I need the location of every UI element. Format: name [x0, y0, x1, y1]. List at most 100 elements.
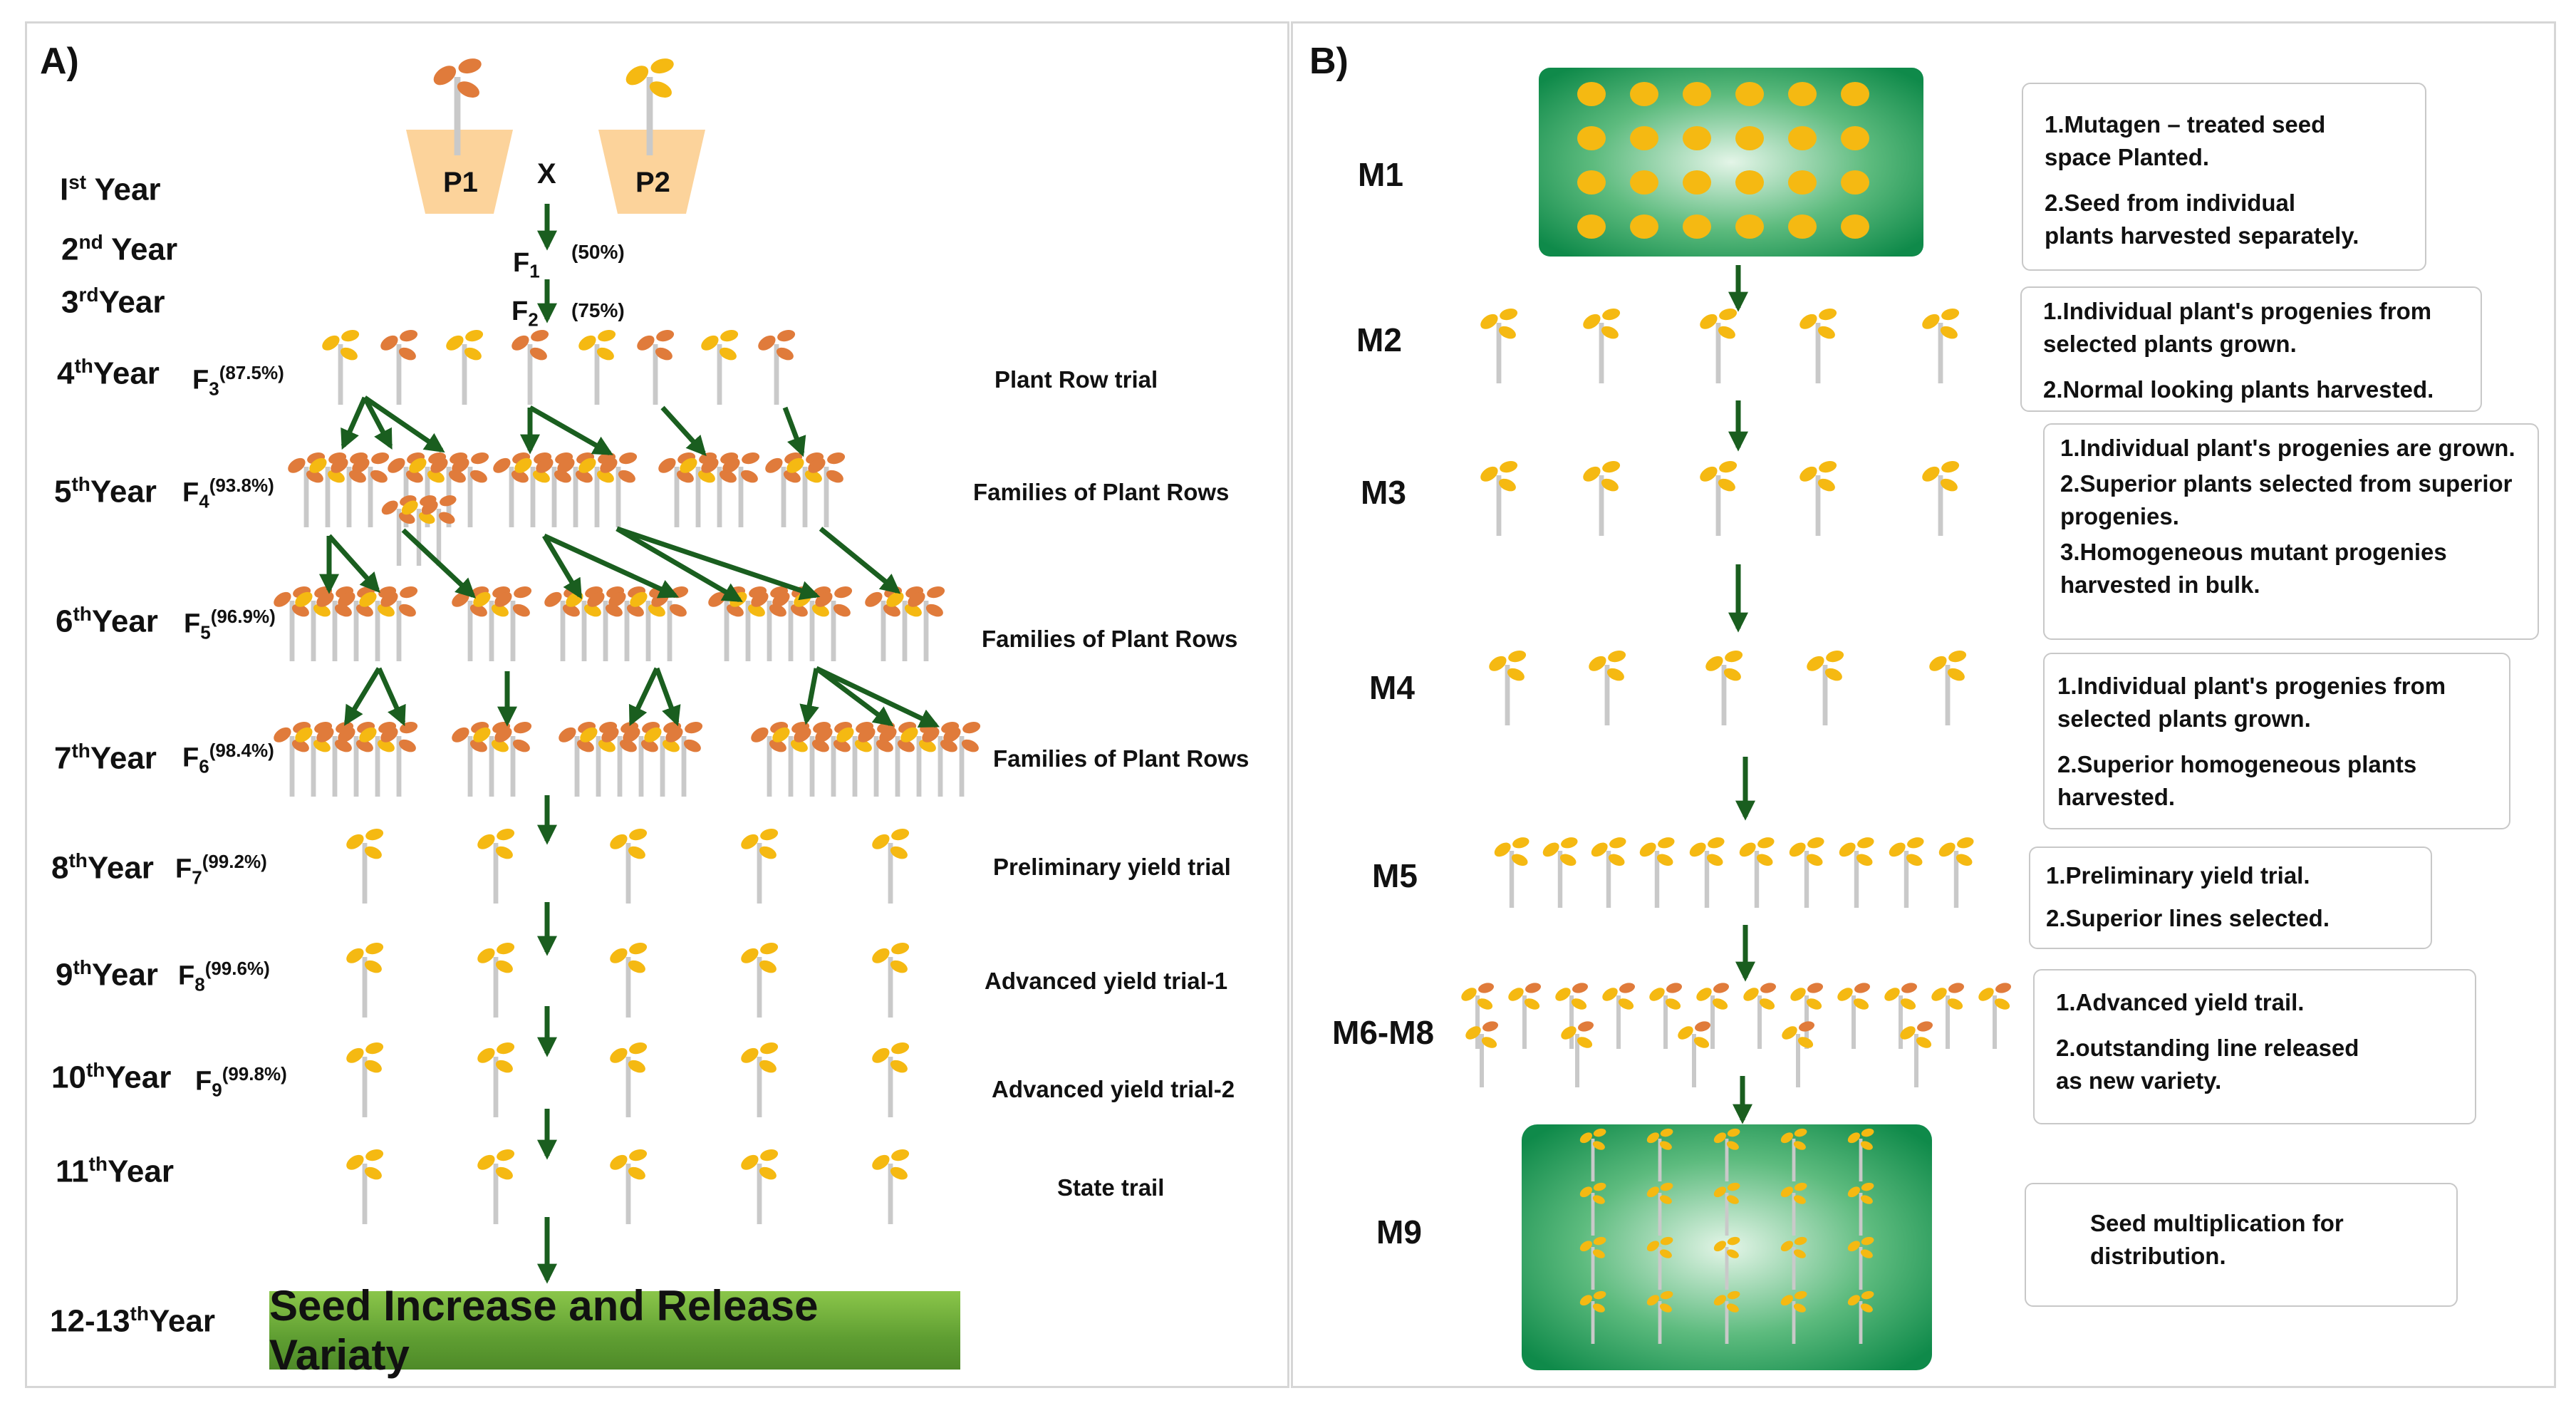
arrow-f5-to-f6-1b: [376, 667, 406, 727]
f3-plant-2: [380, 330, 418, 405]
year-label-1: Ist Year: [60, 171, 161, 207]
m9-plant-20: [1847, 1290, 1874, 1344]
m9-plant-5: [1847, 1128, 1874, 1181]
f8-plant-5: [872, 943, 910, 1018]
m3-plant-4: [1799, 461, 1837, 536]
m1-seed-9: [1683, 126, 1711, 150]
f4-family-6-plant-3: [421, 495, 457, 566]
note-box-m9: Seed multiplication for distribution.: [2025, 1183, 2458, 1307]
m5-plant-2: [1542, 837, 1578, 908]
m6-m8-row-2-plant-3: [1678, 1021, 1711, 1087]
m1-seed-20: [1630, 214, 1658, 239]
gen-pct-f2: (75%): [571, 299, 625, 321]
m6-m8-row-1-plant-5: [1649, 983, 1683, 1049]
stage-label-year5: Families of Plant Rows: [973, 479, 1230, 505]
f6-family-4-plant-7: [879, 722, 917, 797]
f3-plant-5: [578, 330, 616, 405]
arrow-f4-to-f5-2: [401, 528, 477, 599]
m1-seed-17: [1788, 170, 1817, 195]
state-trail-plant-4: [741, 1149, 779, 1224]
arrow-f5-to-f6-1a: [344, 667, 381, 726]
note-box-m2: 1.Individual plant's progenies from sele…: [2020, 286, 2482, 412]
gen-label-f6: F6(98.4%): [182, 740, 274, 777]
gen-label-f9: F9(99.8%): [195, 1063, 287, 1101]
arrow-f5-to-f6-3b: [654, 667, 681, 727]
m6-m8-row-1-plant-4: [1602, 983, 1636, 1049]
f7-plant-3: [610, 829, 648, 904]
f4-family-5-plant-3: [808, 452, 846, 527]
m3-plant-1: [1480, 461, 1518, 536]
gen-label-f8: F8(99.6%): [178, 958, 270, 995]
m5-plant-5: [1689, 837, 1725, 908]
note-box-m5: 1.Preliminary yield trial. 2.Superior li…: [2029, 847, 2432, 949]
m4-plant-3: [1705, 651, 1743, 725]
f4-family-5-plant-1: [765, 452, 803, 527]
m1-seed-11: [1788, 126, 1817, 150]
parent-p2-label: P2: [635, 167, 670, 198]
f9-plant-4: [741, 1042, 779, 1117]
m9-plant-17: [1646, 1290, 1673, 1344]
m4-plant-1: [1489, 651, 1527, 725]
f3-plant-1: [322, 330, 360, 405]
f8-plant-1: [346, 943, 384, 1018]
f5-family-1-plant-6: [380, 586, 418, 661]
m9-plant-15: [1847, 1236, 1874, 1290]
m1-seed-4: [1735, 82, 1764, 106]
m3-plant-5: [1922, 461, 1960, 536]
note-box-m1: 1.Mutagen – treated seed space Planted. …: [2022, 83, 2426, 271]
stage-label-year10: Advanced yield trial-2: [992, 1076, 1235, 1102]
gen-label-m1: M1: [1358, 156, 1403, 193]
f4-family-2-plant-4: [452, 452, 489, 527]
stage-label-year4: Plant Row trial: [994, 366, 1158, 393]
arrow-f5-to-f6-4c: [815, 666, 940, 728]
pot-p1: [406, 130, 513, 214]
note-m5-line-2: 2.Superior lines selected.: [2046, 905, 2330, 931]
m1-seed-3: [1683, 82, 1711, 106]
arrow-f5-to-f6-4b: [814, 666, 894, 727]
m1-seed-15: [1683, 170, 1711, 195]
f3-plant-3: [446, 330, 484, 405]
state-trail-plant-2: [477, 1149, 515, 1224]
m4-plant-2: [1589, 651, 1626, 725]
note-m2-line-2: 2.Normal looking plants harvested.: [2043, 376, 2434, 403]
m1-seed-21: [1683, 214, 1711, 239]
stage-label-year8: Preliminary yield trial: [993, 854, 1231, 880]
m5-plant-6: [1739, 837, 1775, 908]
cross-symbol: X: [537, 158, 556, 190]
f4-family-3-plant-1: [493, 452, 531, 527]
m1-seed-18: [1841, 170, 1869, 195]
m9-plant-4: [1780, 1128, 1807, 1181]
f4-family-1-plant-4: [352, 452, 390, 527]
f3-plant-4: [511, 330, 549, 405]
m4-plant-5: [1929, 651, 1967, 725]
m1-seed-19: [1577, 214, 1606, 239]
m6-m8-row-1-plant-2: [1508, 983, 1542, 1049]
release-banner-text: Seed Increase and Release Variaty: [269, 1282, 819, 1379]
m3-plant-3: [1700, 461, 1738, 536]
year-label-11: 11thYear: [56, 1153, 174, 1189]
m1-seed-6: [1841, 82, 1869, 106]
f8-plant-3: [610, 943, 648, 1018]
f5-family-1-plant-5: [359, 586, 397, 661]
note-m3-line-3: 3.Homogeneous mutant progenies harvested…: [2060, 539, 2447, 598]
note-m3-line-1: 1.Individual plant's progenies are grown…: [2060, 435, 2515, 461]
gen-label-m3: M3: [1361, 474, 1406, 511]
m1-seed-16: [1735, 170, 1764, 195]
m1-seed-10: [1735, 126, 1764, 150]
f5-family-3-plant-6: [651, 586, 689, 661]
f6-family-1-plant-1: [274, 722, 311, 797]
panel-a-label: A): [40, 41, 79, 82]
f5-family-4-plant-3: [751, 586, 789, 661]
note-m6-m8-line-2: 2.outstanding line released as new varie…: [2056, 1035, 2359, 1094]
state-trail-plant-3: [610, 1149, 648, 1224]
m9-plant-19: [1780, 1290, 1807, 1344]
f6-family-4-plant-3: [794, 722, 831, 797]
note-m3-line-2: 2.Superior plants selected from superior…: [2060, 470, 2513, 529]
f5-family-3-plant-3: [587, 586, 625, 661]
state-trail-plant-5: [872, 1149, 910, 1224]
arrow-f3-to-f4-3: [660, 405, 707, 457]
m6-m8-row-1-plant-1: [1461, 983, 1495, 1049]
m5-plant-7: [1789, 837, 1824, 908]
release-banner: Seed Increase and Release Variaty: [269, 1282, 960, 1379]
